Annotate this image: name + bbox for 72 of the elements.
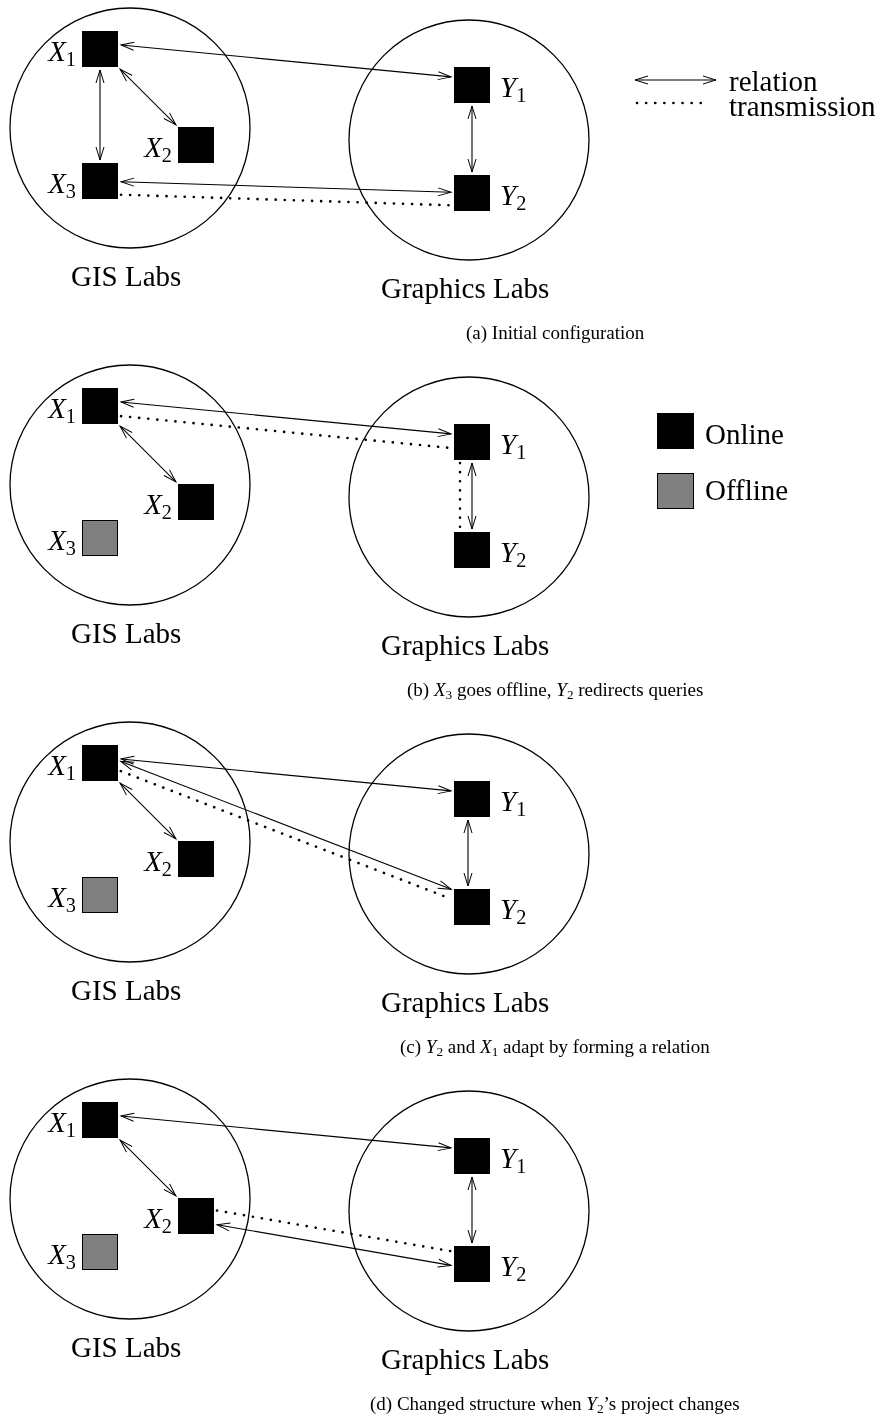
node-label: Y$_{2}$ <box>500 895 527 924</box>
node-label: Y$_{1}$ <box>500 1144 527 1173</box>
node-square <box>454 424 490 460</box>
node-label: Y$_{1}$ <box>500 430 527 459</box>
node-label: X$_{3}$ <box>48 1240 76 1269</box>
node-label: X$_{1}$ <box>48 751 76 780</box>
figure-caption: (c) Y$_{2}$ and X$_{1}$ adapt by forming a relation <box>400 1036 710 1058</box>
dotted-line <box>215 1209 453 1253</box>
double-arrow <box>120 398 452 438</box>
node-label: X$_{3}$ <box>48 883 76 912</box>
legend-text: Offline <box>705 476 789 505</box>
node-label: X$_{2}$ <box>144 133 172 162</box>
double-arrow <box>120 755 452 795</box>
node-square <box>82 745 118 781</box>
legend-text: Online <box>705 420 784 449</box>
group-label: Graphics Labs <box>381 631 550 660</box>
node-label: Y$_{1}$ <box>500 73 527 102</box>
node-label: X$_{2}$ <box>144 1204 172 1233</box>
double-arrow <box>119 68 177 126</box>
double-arrow <box>120 1112 452 1152</box>
node-label: X$_{1}$ <box>48 394 76 423</box>
dotted-line <box>458 461 462 531</box>
double-arrow <box>467 1176 477 1244</box>
double-arrow <box>119 425 177 483</box>
node-label: Y$_{2}$ <box>500 538 527 567</box>
node-label: X$_{1}$ <box>48 1108 76 1137</box>
dotted-line <box>119 193 453 207</box>
node-label: X$_{3}$ <box>48 169 76 198</box>
figure-caption: (d) Changed structure when Y$_{2}$’s project changes <box>370 1393 740 1415</box>
node-label: Y$_{2}$ <box>500 181 527 210</box>
group-label: Graphics Labs <box>381 988 550 1017</box>
node-label: X$_{3}$ <box>48 526 76 555</box>
double-arrow <box>467 105 477 173</box>
node-label: X$_{1}$ <box>48 37 76 66</box>
double-arrow <box>119 1139 177 1197</box>
double-arrow <box>120 41 452 81</box>
double-arrow <box>467 462 477 530</box>
node-square <box>178 1198 214 1234</box>
node-square <box>454 532 490 568</box>
node-square <box>454 1246 490 1282</box>
node-square <box>82 877 118 913</box>
node-label: X$_{2}$ <box>144 847 172 876</box>
node-square <box>178 127 214 163</box>
node-square <box>82 388 118 424</box>
node-square <box>454 781 490 817</box>
node-square <box>82 1234 118 1270</box>
double-arrow <box>119 782 177 840</box>
figure-caption: (a) Initial configuration <box>466 322 645 344</box>
node-square <box>82 31 118 67</box>
group-label: GIS Labs <box>71 1333 182 1362</box>
node-square <box>454 175 490 211</box>
double-arrow <box>120 177 452 197</box>
node-square <box>178 841 214 877</box>
double-arrow <box>95 69 105 161</box>
group-label: GIS Labs <box>71 262 182 291</box>
node-square <box>454 1138 490 1174</box>
group-label: Graphics Labs <box>381 1345 550 1374</box>
node-label: Y$_{1}$ <box>500 787 527 816</box>
node-square <box>82 520 118 556</box>
node-square <box>82 1102 118 1138</box>
node-label: X$_{2}$ <box>144 490 172 519</box>
double-arrow <box>463 819 473 887</box>
group-label: GIS Labs <box>71 619 182 648</box>
node-square <box>454 67 490 103</box>
double-arrow <box>216 1222 452 1268</box>
node-square <box>454 889 490 925</box>
node-label: Y$_{2}$ <box>500 1252 527 1281</box>
figure-caption: (b) X$_{3}$ goes offline, Y$_{2}$ redirects queries <box>407 679 704 701</box>
group-label: Graphics Labs <box>381 274 550 303</box>
node-square <box>82 163 118 199</box>
node-square <box>178 484 214 520</box>
group-label: GIS Labs <box>71 976 182 1005</box>
